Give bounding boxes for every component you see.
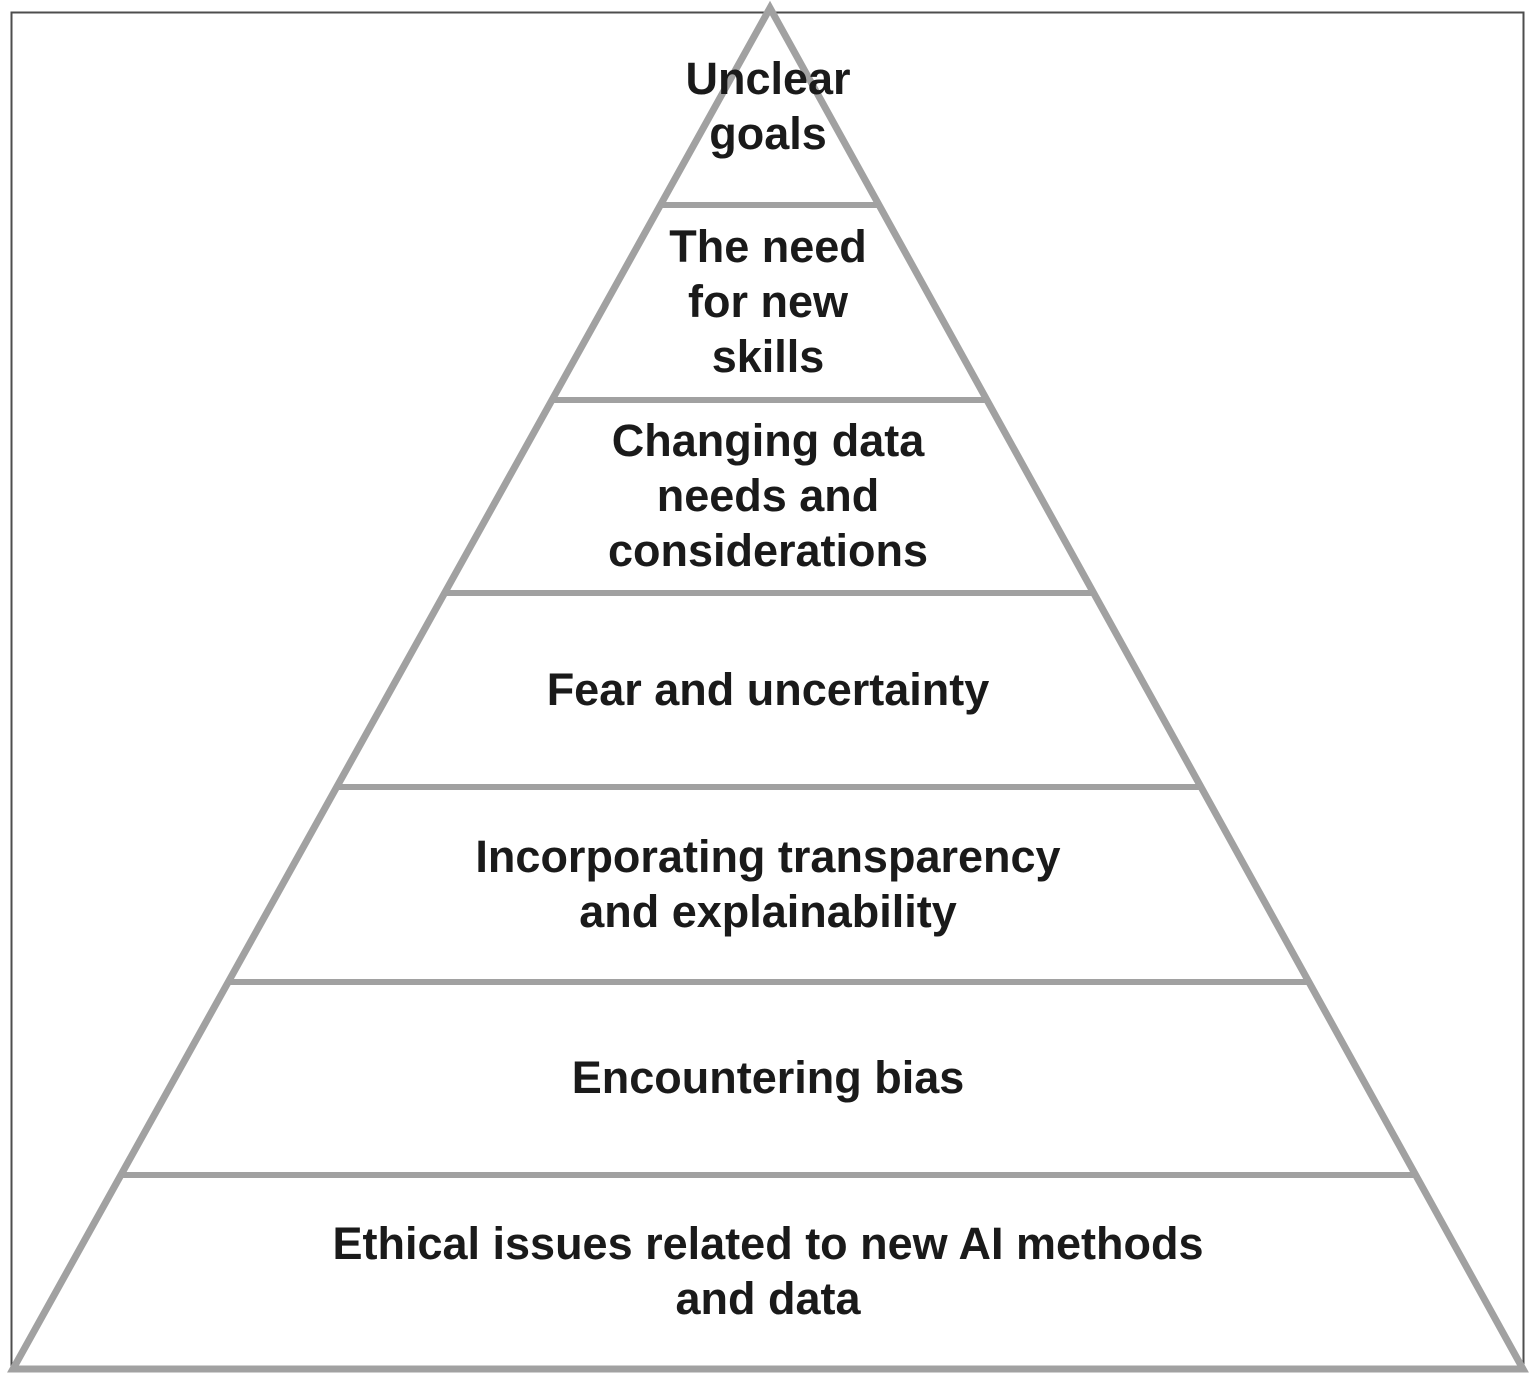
pyramid-outline <box>7 0 1529 1373</box>
